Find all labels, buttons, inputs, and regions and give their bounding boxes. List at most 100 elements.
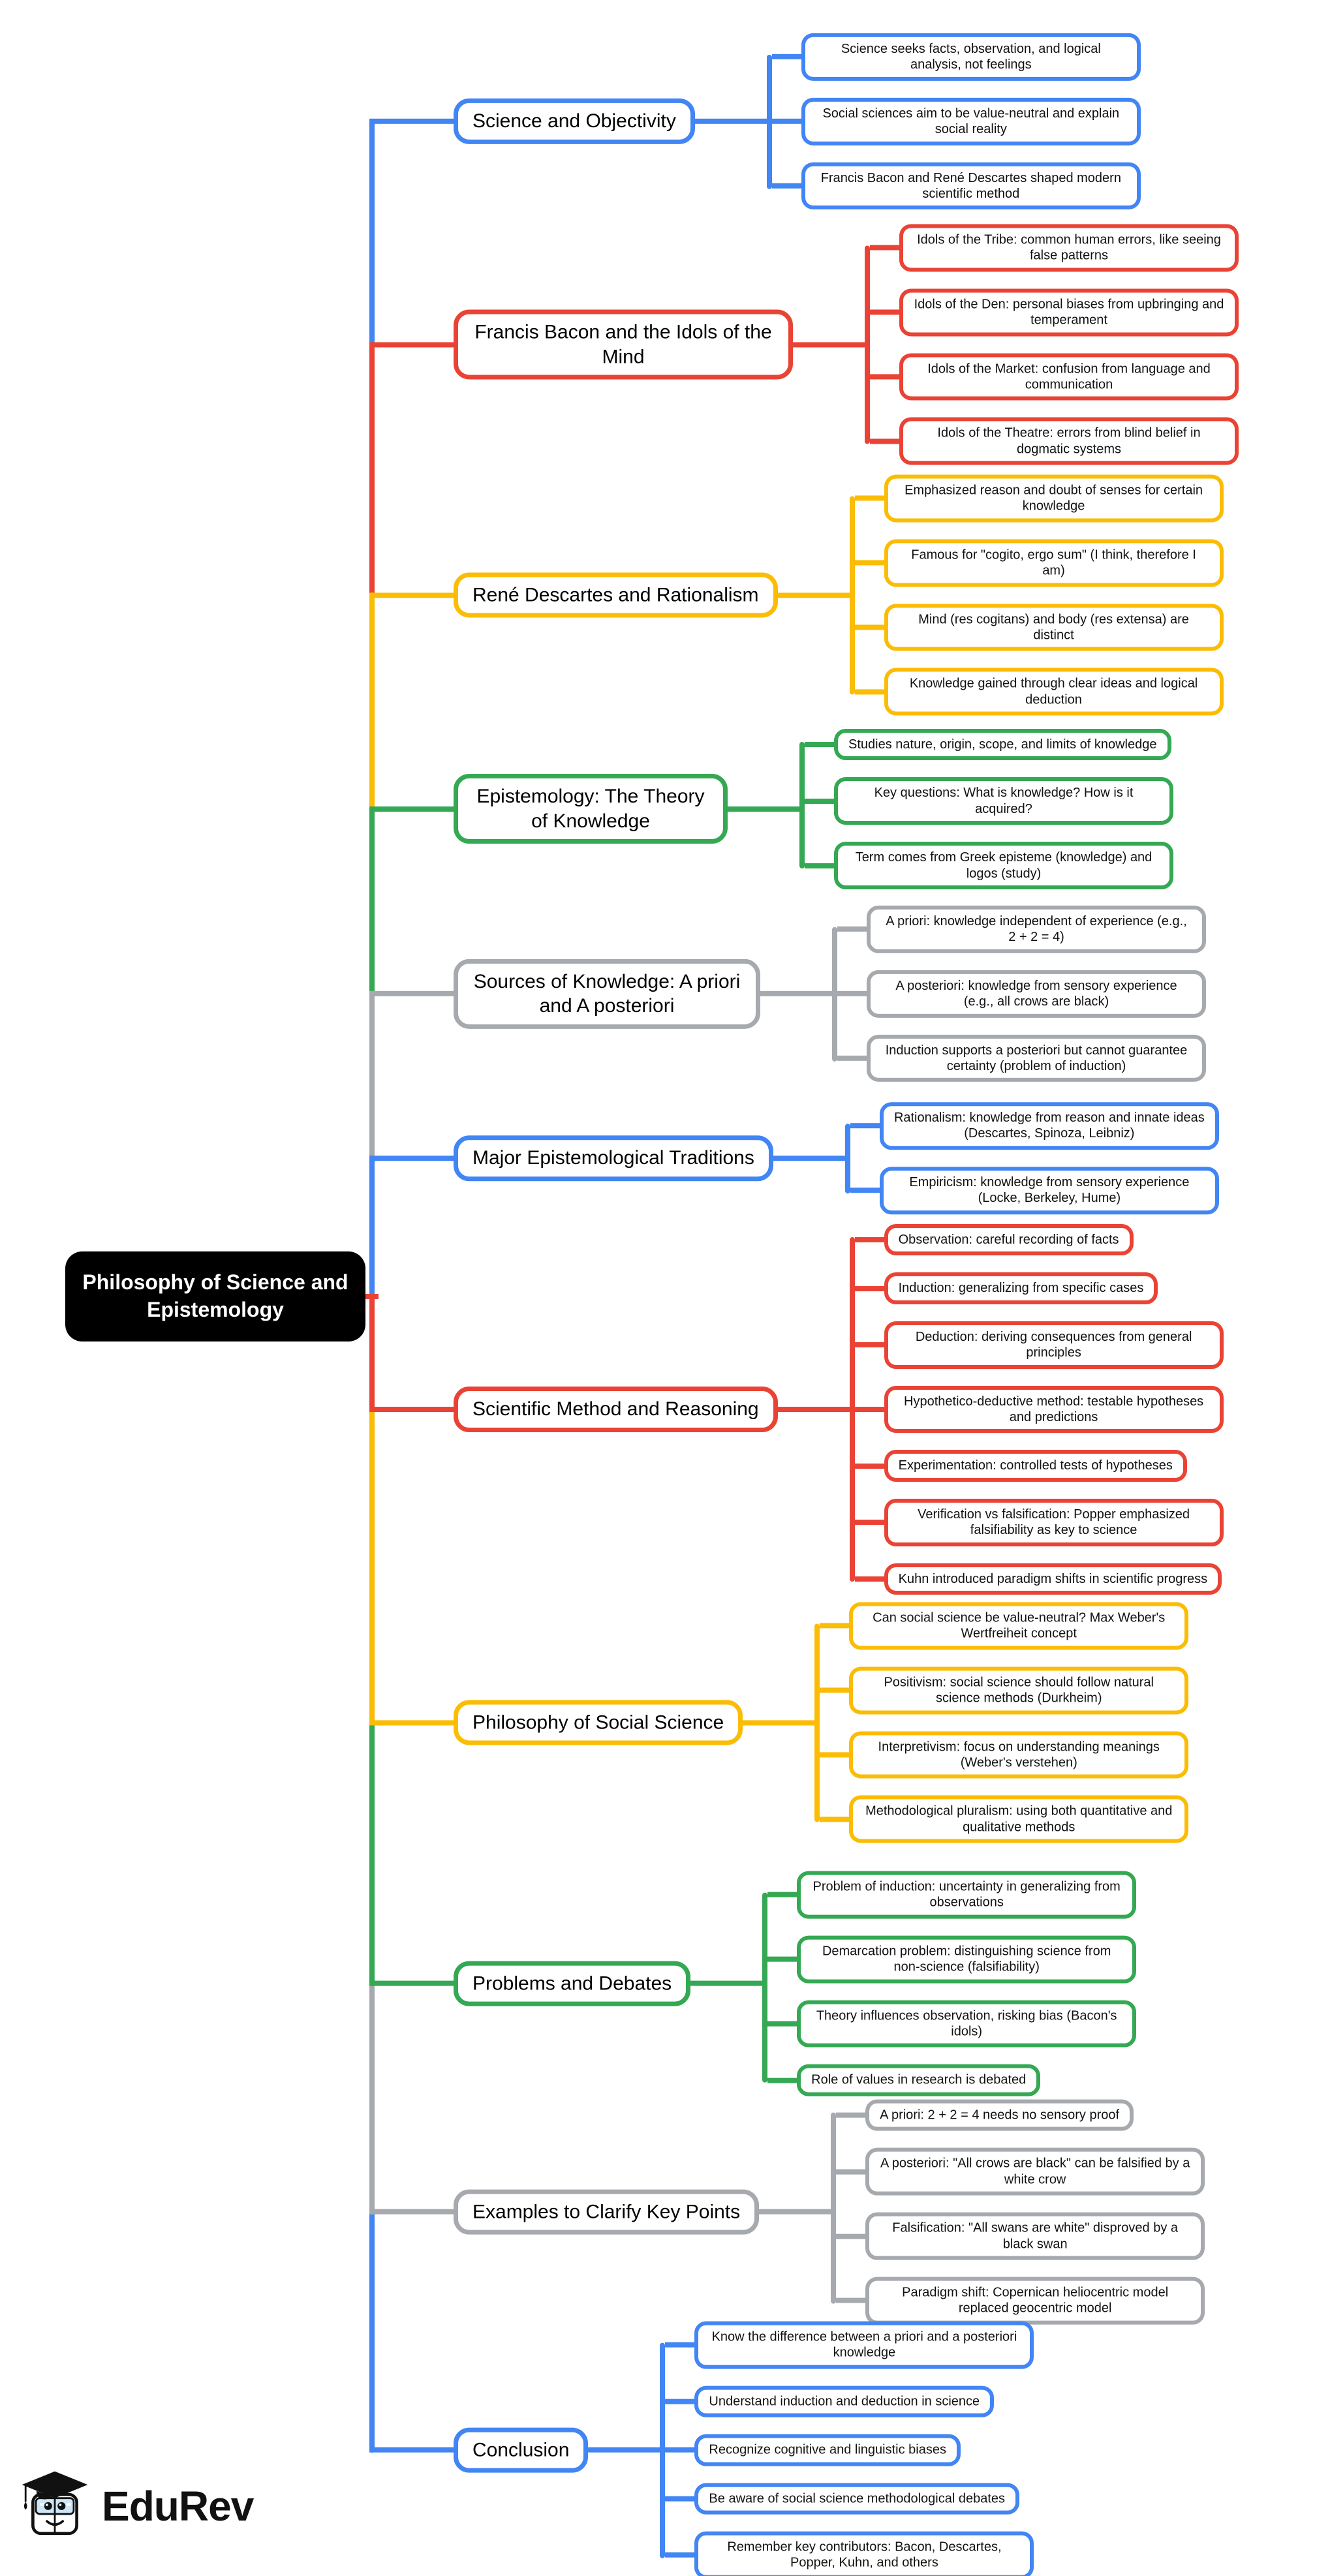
child-node: Idols of the Tribe: common human errors,…: [899, 224, 1239, 272]
connector-line: [588, 2447, 666, 2453]
child-node: Recognize cognitive and linguistic biase…: [694, 2434, 961, 2466]
child-row: Understand induction and deduction in sc…: [665, 2385, 1034, 2417]
child-row: Interpretivism: focus on understanding m…: [820, 1731, 1189, 1779]
child-row: Hypothetico-deductive method: testable h…: [854, 1385, 1224, 1434]
connector-line: [805, 742, 834, 748]
connector-line: [694, 119, 772, 124]
child-node: Problem of induction: uncertainty in gen…: [797, 1871, 1137, 1919]
connector-line: [836, 2297, 866, 2303]
connector-line: [728, 806, 805, 812]
child-row: Observation: careful recording of facts: [854, 1224, 1224, 1256]
connector-line: [854, 1576, 884, 1582]
child-row: Verification vs falsification: Popper em…: [854, 1498, 1224, 1546]
connector-line: [854, 1285, 884, 1291]
connector-line: [836, 2169, 866, 2175]
connector-line: [359, 1294, 379, 1299]
child-row: A posteriori: "All crows are black" can …: [836, 2148, 1205, 2196]
connector-line: [369, 342, 454, 347]
child-row: Idols of the Den: personal biases from u…: [870, 288, 1239, 336]
child-row: Remember key contributors: Bacon, Descar…: [665, 2531, 1034, 2576]
children-group: A priori: 2 + 2 = 4 needs no sensory pro…: [831, 2099, 1205, 2325]
children-group: Problem of induction: uncertainty in gen…: [762, 1871, 1137, 2096]
connector-line: [805, 863, 834, 868]
child-row: A posteriori: knowledge from sensory exp…: [837, 970, 1206, 1018]
branch-label: Conclusion: [454, 2427, 589, 2473]
connector-line: [814, 1623, 820, 1822]
child-node: Empiricism: knowledge from sensory exper…: [879, 1167, 1219, 1214]
connector-line: [854, 1407, 884, 1412]
connector-line: [777, 592, 855, 598]
connector-line: [820, 1817, 850, 1822]
edurev-graduate-robot-icon: [18, 2468, 91, 2544]
child-node: Rationalism: knowledge from reason and i…: [879, 1102, 1219, 1150]
connector-line: [854, 1520, 884, 1526]
child-node: Induction supports a posteriori but cann…: [867, 1034, 1206, 1082]
connector-line: [771, 119, 801, 124]
child-row: Recognize cognitive and linguistic biase…: [665, 2434, 1034, 2466]
connector-line: [759, 2209, 837, 2215]
connector-line: [854, 1463, 884, 1469]
connector-line: [369, 991, 375, 1299]
connector-line: [665, 2399, 695, 2404]
children-group: A priori: knowledge independent of exper…: [832, 905, 1206, 1082]
connector-line: [369, 2447, 454, 2453]
child-row: Idols of the Market: confusion from lang…: [870, 353, 1239, 401]
child-row: Idols of the Tribe: common human errors,…: [870, 224, 1239, 272]
connector-line: [849, 495, 855, 694]
connector-line: [369, 2209, 454, 2215]
child-node: Knowledge gained through clear ideas and…: [884, 667, 1224, 716]
child-node: Idols of the Market: confusion from lang…: [899, 353, 1239, 401]
child-row: Key questions: What is knowledge? How is…: [805, 777, 1173, 825]
connector-line: [369, 806, 454, 812]
child-node: Observation: careful recording of facts: [884, 1224, 1134, 1256]
child-row: Francis Bacon and René Descartes shaped …: [771, 162, 1141, 210]
central-topic-node: Philosophy of Science and Epistemology: [65, 1251, 365, 1342]
children-group: Can social science be value-neutral? Max…: [814, 1602, 1189, 1843]
child-node: Kuhn introduced paradigm shifts in scien…: [884, 1563, 1222, 1595]
connector-line: [870, 438, 899, 444]
connector-line: [854, 495, 884, 501]
child-node: Demarcation problem: distinguishing scie…: [797, 1935, 1137, 1984]
connector-line: [837, 991, 867, 996]
child-node: Experimentation: controlled tests of hyp…: [884, 1450, 1187, 1482]
branch-label: Problems and Debates: [454, 1961, 691, 2006]
child-row: Kuhn introduced paradigm shifts in scien…: [854, 1563, 1224, 1595]
connector-line: [771, 54, 801, 60]
child-node: Studies nature, origin, scope, and limit…: [834, 729, 1171, 761]
child-row: Be aware of social science methodologica…: [665, 2483, 1034, 2515]
child-node: Remember key contributors: Bacon, Descar…: [694, 2531, 1034, 2576]
connector-line: [369, 119, 454, 124]
branch-label: Science and Objectivity: [454, 99, 695, 144]
connector-line: [660, 2342, 666, 2558]
child-node: Idols of the Den: personal biases from u…: [899, 288, 1239, 336]
child-node: Hypothetico-deductive method: testable h…: [884, 1385, 1224, 1434]
connector-line: [369, 1407, 454, 1412]
child-row: Induction supports a posteriori but cann…: [837, 1034, 1206, 1082]
connector-line: [799, 742, 805, 868]
child-node: Term comes from Greek episteme (knowledg…: [834, 842, 1173, 889]
child-node: Francis Bacon and René Descartes shaped …: [801, 162, 1141, 210]
child-node: Social sciences aim to be value-neutral …: [801, 97, 1141, 146]
child-row: A priori: knowledge independent of exper…: [837, 905, 1206, 953]
child-row: Role of values in research is debated: [767, 2064, 1136, 2096]
children-group: Science seeks facts, observation, and lo…: [766, 33, 1141, 210]
child-node: Mind (res cogitans) and body (res extens…: [884, 604, 1224, 651]
child-row: Empiricism: knowledge from sensory exper…: [850, 1167, 1219, 1214]
child-node: Science seeks facts, observation, and lo…: [801, 33, 1141, 81]
connector-line: [831, 2112, 837, 2304]
connector-line: [767, 1956, 797, 1962]
connector-line: [743, 1720, 820, 1725]
child-node: Theory influences observation, risking b…: [797, 2000, 1137, 2047]
connector-line: [854, 689, 884, 695]
child-node: Interpretivism: focus on understanding m…: [849, 1731, 1189, 1779]
child-node: Be aware of social science methodologica…: [694, 2483, 1020, 2515]
connector-line: [369, 1294, 375, 1412]
child-row: Methodological pluralism: using both qua…: [820, 1795, 1189, 1843]
child-node: Deduction: deriving consequences from ge…: [884, 1321, 1224, 1369]
child-node: Key questions: What is knowledge? How is…: [834, 777, 1173, 825]
